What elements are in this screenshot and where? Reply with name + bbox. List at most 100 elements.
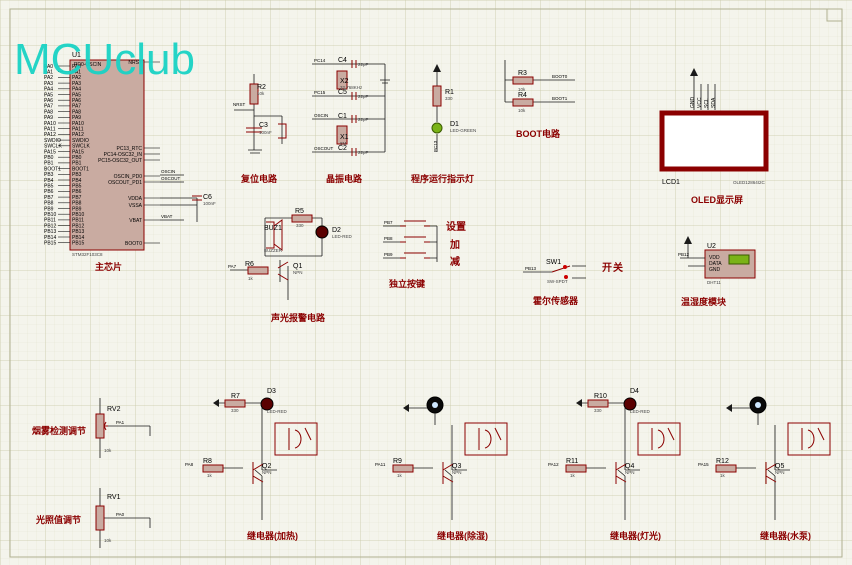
mcu-left-pin: PB8 [44,201,54,207]
oled-caption: OLED显示屏 [691,195,743,205]
rv2-ref: RV2 [107,406,121,413]
mcu-left-pin: PA5 [44,92,53,98]
mcu-left-pin: PA12 [44,132,56,138]
mcu-left-pin-inner: PB11 [72,218,84,224]
mcu-left-pin: PA11 [44,127,56,133]
c2-ref: C2 [338,145,347,152]
mcu-part: STM32F103C8 [72,252,103,257]
mcu-left-pin-inner: PB9 [72,206,82,212]
mcu-left-pin: PB4 [44,178,54,184]
mcu-left-pin-inner: PA9 [72,115,81,121]
mcu-left-pin: BOOT1 [44,166,61,172]
net-pc15: PC15 [314,90,326,95]
mcu-left-pin: PA1 [44,70,53,76]
buzzer-net: PA7 [228,264,237,269]
relay-led-resistor-ref: R10 [594,393,607,400]
mcu-left-pin-inner: PB8 [72,201,82,207]
c2-val: 22pF [358,150,369,155]
x1-ref: X1 [340,134,349,141]
mcu-left-pin: PB11 [44,218,56,224]
net-oscin-mcu: OSCIN [161,169,175,174]
relay-led-val: LED-RED [267,409,288,414]
net-pc14: PC14 [314,58,326,63]
indicator-net: PC13 [433,140,438,152]
relay-led-resistor-val: 330 [594,408,602,413]
mcu-left-pin-inner: PA11 [72,127,84,133]
mcu-left-pin: PA3 [44,81,53,87]
keys-circuit[interactable]: PB7 PB8 PB9 设置 加 减 独立按键 [383,220,466,289]
crystal-circuit[interactable]: C4 C5 C1 C2 22pF 22pF 22pF 22pF X2 32.76… [312,57,390,184]
relay-caption: 继电器(灯光) [610,530,661,541]
r2-val: 10k [257,91,265,96]
rv1-val: 10k [104,538,112,543]
reset-circuit[interactable]: R2 10k C3 100nF NRST 复位电路 [233,74,287,184]
mcu-left-pin: PB5 [44,184,54,190]
r5-ref: R5 [295,208,304,215]
r2-ref: R2 [257,84,266,91]
net-oscout-mcu: OSCOUT [161,176,181,181]
mcu-right-pin: PC13_RTC [117,146,143,152]
mcu-left-pin: PB1 [44,161,54,167]
mcu-left-pin: PA0 [44,64,53,70]
c1-ref: C1 [338,113,347,120]
r6-val: 1k [248,276,254,281]
dht-net: PB12 [678,252,690,257]
dht11-module[interactable]: U2 DHT11 VDD DATA GND PB12 温湿度模块 [678,236,756,307]
mcu-right-pins: NRSTPC13_RTCPC14-OSC32_INPC15-OSC32_OUTO… [74,60,160,247]
relay-base-resistor-val: 1k [720,473,726,478]
c5-ref: C5 [338,89,347,96]
relay-caption: 继电器(加热) [247,530,298,541]
r3-ref: R3 [518,70,527,77]
indicator-circuit[interactable]: R1 330 D1 LED-GREEN PC13 程序运行指示灯 [411,64,476,184]
mcu-left-pin: SWCLK [44,144,62,150]
net-vbat: VBAT [161,214,173,219]
buzzer-circuit[interactable]: BUZ1 BUZZER R5 330 D2 LED-RED R6 1k Q1 N… [228,208,353,323]
mcu-left-pin: PB7 [44,195,54,201]
key-label-down: 减 [450,255,460,268]
x2-val: 32.768KHz [340,85,363,90]
mcu-right-pin: VDDA [128,196,143,202]
key-label-up: 加 [449,238,460,251]
mcu-left-pin-inner: PA2 [72,75,81,81]
mcu-right-pin: OSCOUT_PD1 [108,180,142,186]
mcu-left-pin-inner: PB6 [72,189,82,195]
relay-net: PA15 [698,462,709,467]
sw1-val: SW-SPDT [547,279,568,284]
relay-base-resistor-ref: R8 [203,458,212,465]
mcu-left-pin: PA10 [44,121,56,127]
light-pot[interactable]: RV1 10k PA0 光照值调节 [35,488,151,548]
smoke-pot[interactable]: RV2 10k PA1 烟雾检测调节 [32,398,151,458]
relay-caption: 继电器(除湿) [437,530,488,541]
mcu-right-pin: VSSA [129,203,143,209]
c6-ref: C6 [203,194,212,201]
boot-circuit[interactable]: R3 R4 10k 10k BOOT0 BOOT1 BOOT电路 [504,60,575,139]
mcu-left-pin-inner: PB12 [72,223,84,229]
mcu-left-pin-inner: PA15 [72,149,84,155]
mcu-left-pin: PB14 [44,235,56,241]
mcu-ref: U1 [72,52,81,59]
c4-val: 22pF [358,62,369,67]
hall-circuit[interactable]: SW1 SW-SPDT PB13 开关 霍尔传感器 [523,259,624,306]
relay-base-resistor-ref: R9 [393,458,402,465]
oled-display[interactable]: GND VCC SCL SDA LCD1 OLED12864I2C OLED显示… [659,68,769,205]
relay-base-resistor-ref: R11 [566,458,578,465]
mcu-right-pin: PC15-OSC32_OUT [98,158,142,164]
mcu-left-pin-inner: BOOT1 [72,166,89,172]
u2-part: DHT11 [707,280,721,285]
mcu-left-pin-inner: PB7 [72,195,82,201]
mcu-left-pin-inner: PB10 [72,212,84,218]
relay-transistor-ref: Q4 [625,463,634,470]
r4-ref: R4 [518,92,527,99]
dht-pin-data: DATA [709,261,722,267]
light-caption: 光照值调节 [35,514,81,525]
buzzer-caption: 声光报警电路 [270,312,326,323]
rv2-val: 10k [104,448,112,453]
dht-pin-vdd: VDD [709,255,720,261]
d2-ref: D2 [332,227,341,234]
mcu-left-pin: PA6 [44,98,53,104]
